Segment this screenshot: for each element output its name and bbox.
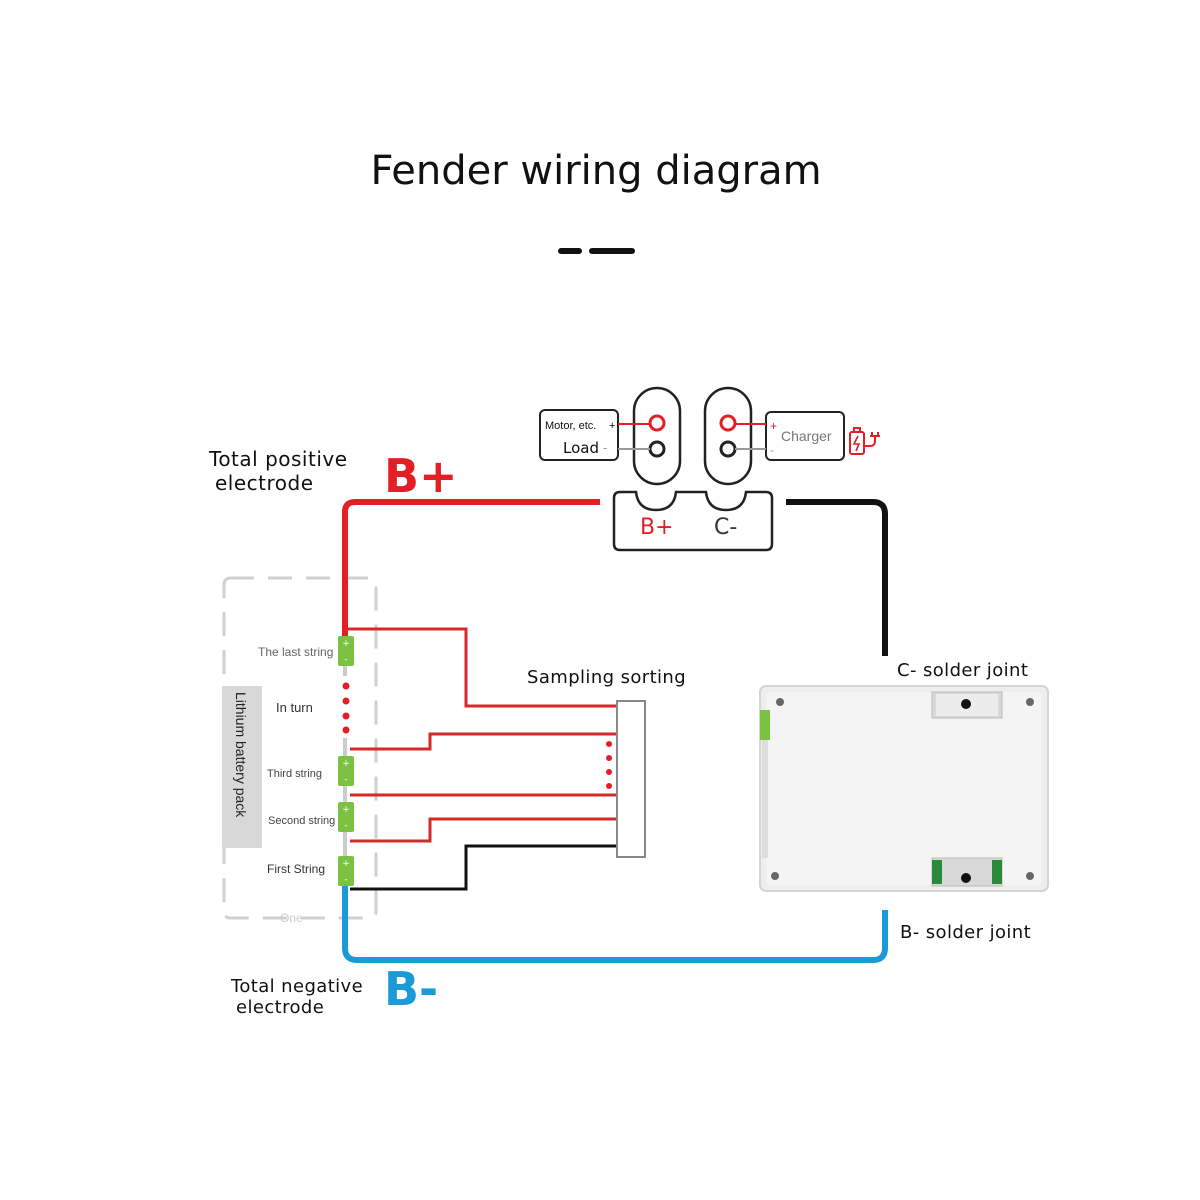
b-minus-label: B- [384, 962, 438, 1016]
c-minus-wire [786, 499, 888, 656]
charger-box [765, 411, 845, 461]
string-label-third: Third string [267, 768, 322, 780]
b-plus-label: B+ [384, 449, 458, 503]
charger-terminal [703, 386, 753, 486]
c-solder-joint-label: C- solder joint [897, 660, 1028, 681]
port-c-minus-label: C- [714, 515, 737, 540]
charger-label: Charger [781, 428, 832, 444]
negative-main-wire [342, 880, 888, 963]
svg-text:-: - [344, 655, 347, 665]
string-label-last: The last string [258, 645, 333, 659]
cell-last-string: + - [338, 636, 354, 666]
svg-text:-: - [344, 875, 347, 885]
svg-text:+: + [342, 759, 350, 769]
load-top-label: Motor, etc. [545, 420, 596, 432]
sampling-sorting-label: Sampling sorting [527, 667, 686, 688]
string-label-first: First String [267, 862, 325, 876]
cell-second-string: + - [338, 802, 354, 832]
total-positive-label: Total positive electrode [208, 447, 354, 495]
charger-minus-sign: - [770, 443, 774, 457]
load-terminal [632, 386, 682, 486]
title-underline [558, 248, 635, 254]
svg-text:+: + [342, 805, 350, 815]
port-block [612, 490, 774, 552]
charging-battery-icon [849, 427, 880, 455]
load-box [539, 409, 619, 461]
string-label-in-turn: In turn [276, 700, 313, 715]
load-minus-sign: - [603, 440, 607, 455]
sampling-connector [616, 700, 646, 858]
load-plus-sign: + [609, 420, 615, 432]
svg-text:+: + [342, 639, 350, 649]
battery-pack-label: Lithium battery pack [233, 692, 249, 818]
svg-text:+: + [342, 859, 350, 869]
sampling-wire [350, 817, 618, 843]
svg-text:-: - [344, 775, 347, 785]
page-title: Fender wiring diagram [370, 148, 821, 194]
string-label-one: One [280, 911, 303, 925]
cell-third-string: + - [338, 756, 354, 786]
sampling-wire [350, 732, 618, 751]
string-label-second: Second string [268, 815, 335, 827]
port-b-plus-label: B+ [640, 515, 674, 540]
in-turn-dots [342, 682, 350, 734]
cell-first-string: + - [338, 856, 354, 886]
charger-plus-sign: + [770, 419, 777, 433]
sampling-dots [606, 741, 612, 789]
load-bottom-label: Load [563, 439, 599, 457]
protection-board [759, 685, 1049, 892]
positive-main-wire [342, 499, 600, 638]
svg-text:-: - [344, 821, 347, 831]
sampling-wire-ground [350, 844, 618, 891]
battery-pack-label-box [222, 686, 262, 848]
total-negative-label: Total negative electrode [230, 976, 369, 1018]
sampling-wire [346, 627, 618, 708]
b-solder-joint-label: B- solder joint [900, 922, 1031, 943]
